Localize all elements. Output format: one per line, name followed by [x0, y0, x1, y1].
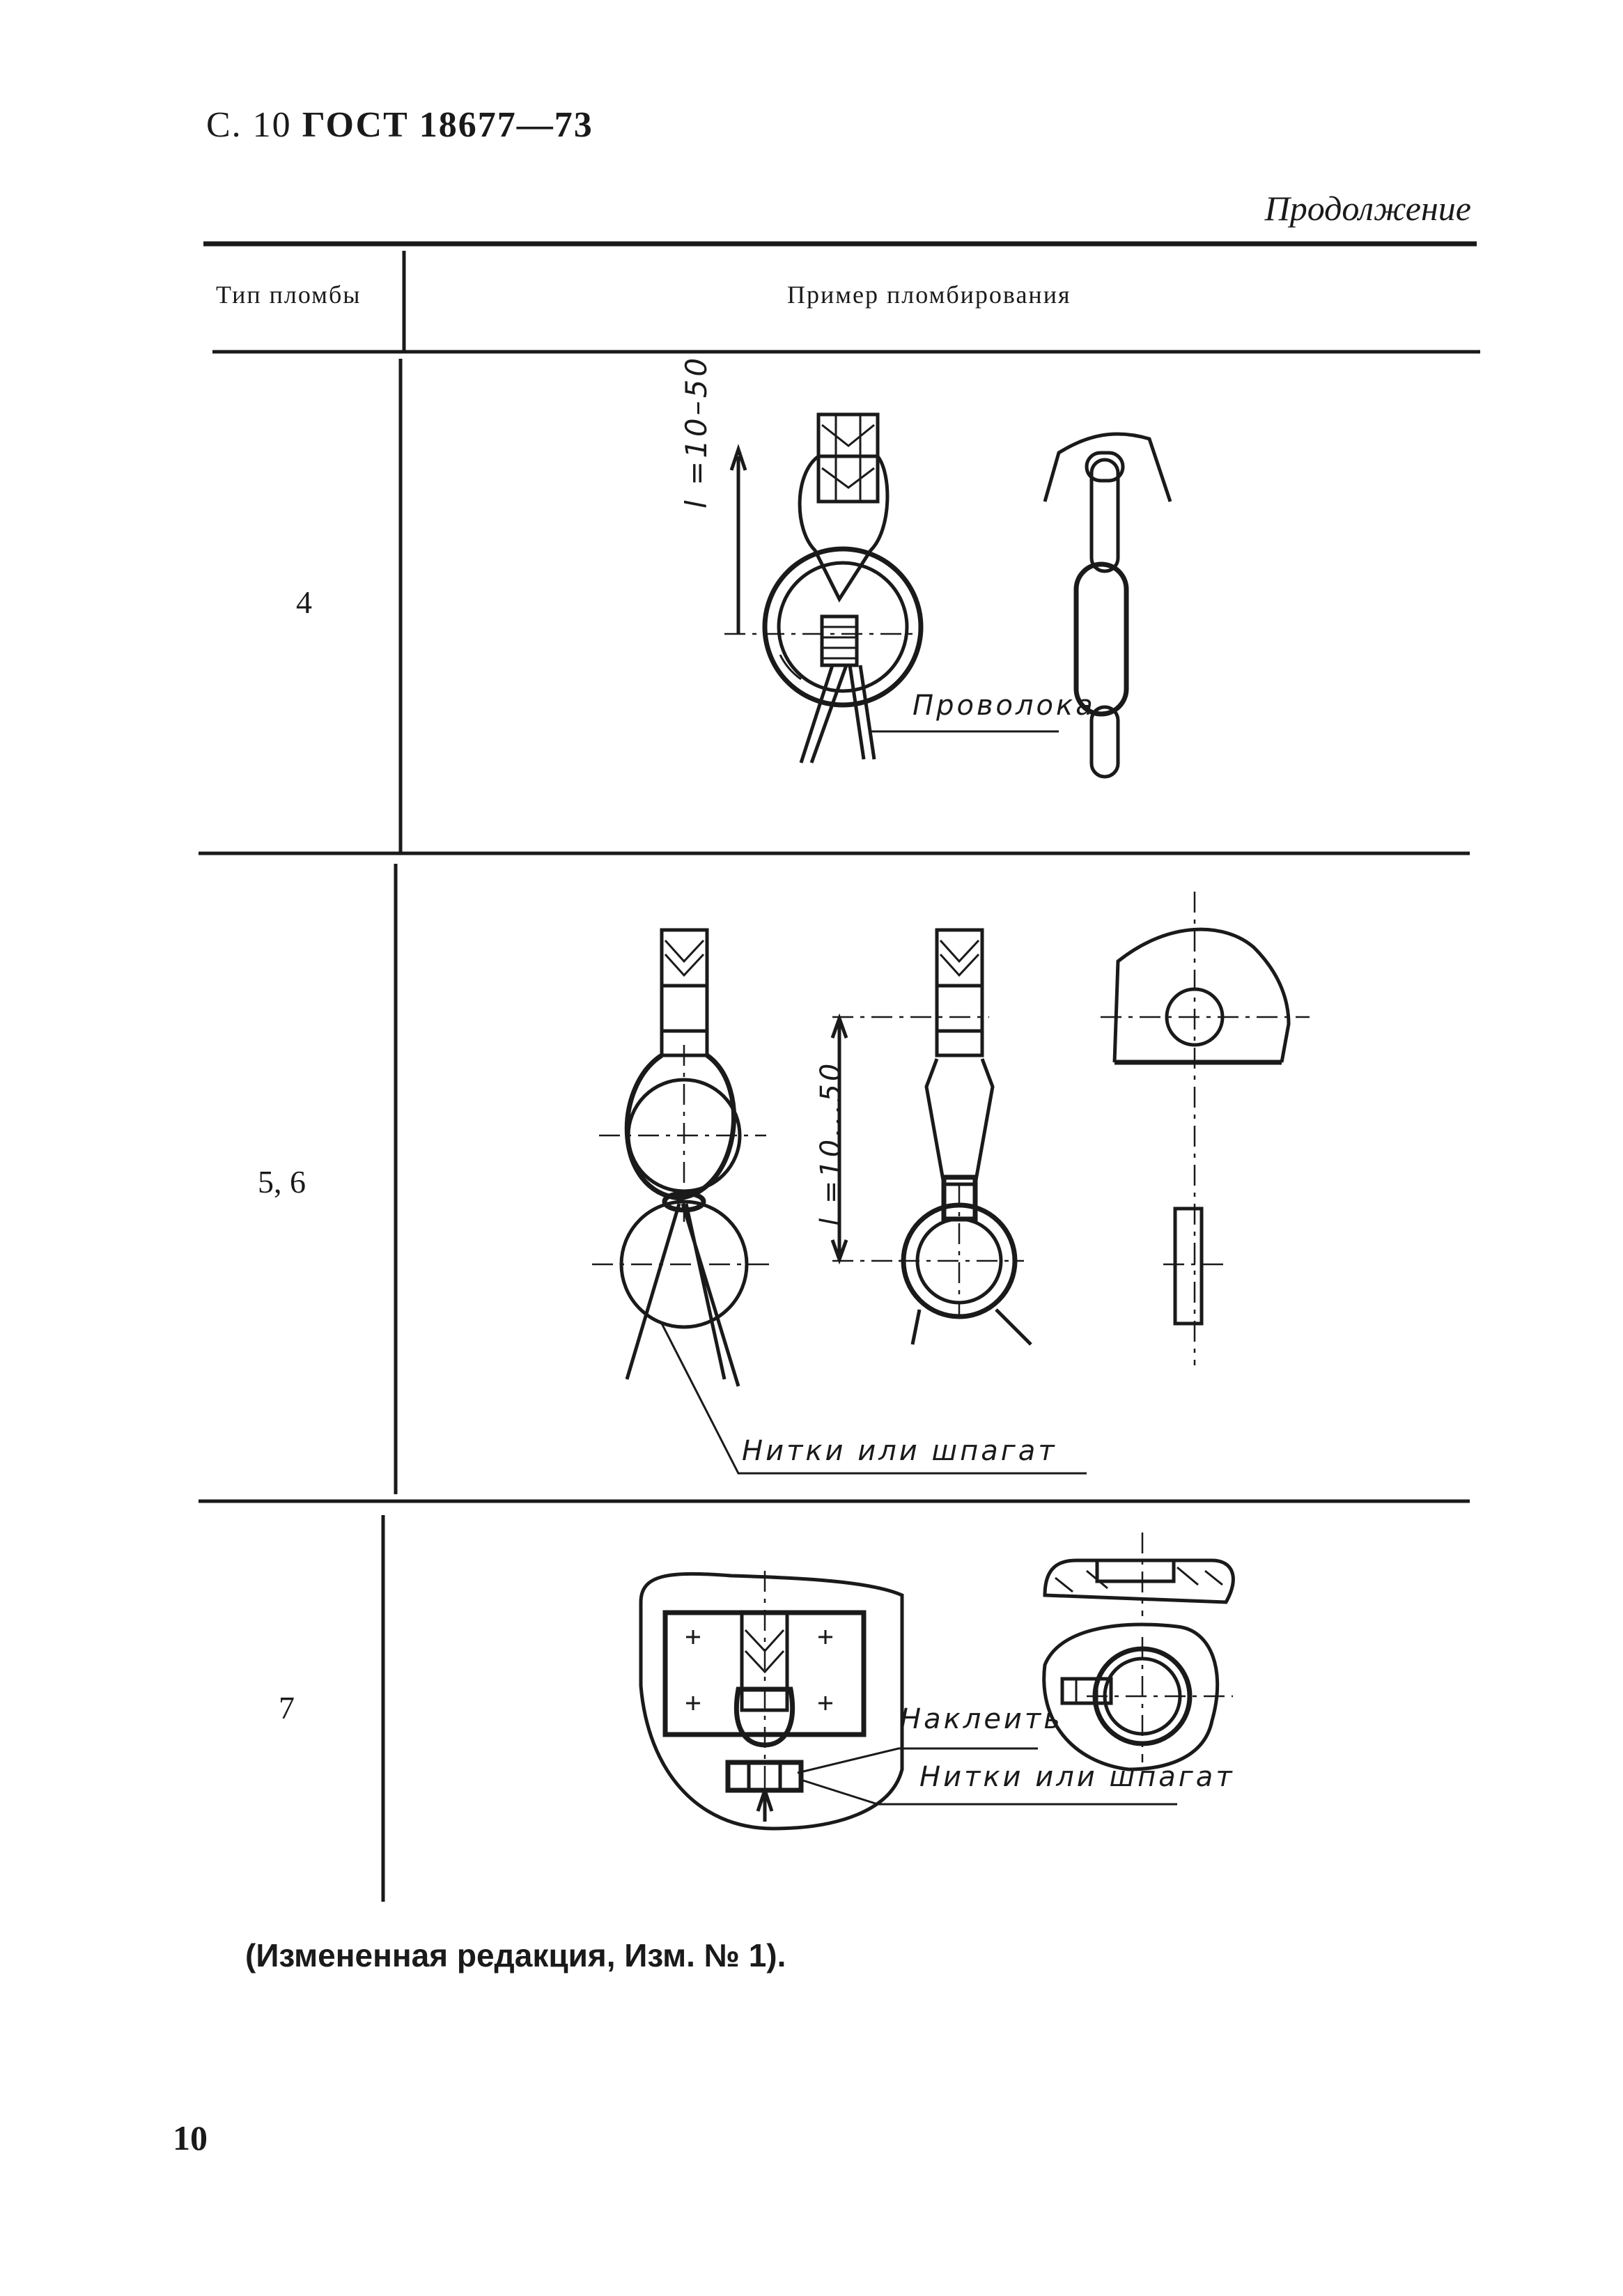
row-type-7: 7: [279, 1690, 295, 1725]
column-header-example: Пример пломбирования: [787, 281, 1071, 309]
column-header-type: Тип пломбы: [216, 281, 362, 309]
row7-callout-glue: Наклеить: [900, 1703, 1063, 1735]
continuation-label: Продолжение: [1264, 189, 1471, 228]
revision-note: (Измененная редакция, Изм. № 1).: [245, 1937, 786, 1973]
row-type-5-6: 5, 6: [258, 1164, 306, 1200]
row56-callout-threads: Нитки или шпагат: [742, 1435, 1057, 1467]
row4-callout-wire: Проволока: [913, 690, 1096, 722]
row7-callout-threads: Нитки или шпагат: [919, 1761, 1235, 1793]
row-type-4: 4: [296, 584, 312, 620]
page-number: 10: [173, 2118, 208, 2157]
page-prefix: С. 10: [206, 105, 292, 145]
page-header: С. 10 ГОСТ 18677—73: [206, 104, 593, 146]
standard-number: ГОСТ 18677—73: [302, 105, 593, 145]
